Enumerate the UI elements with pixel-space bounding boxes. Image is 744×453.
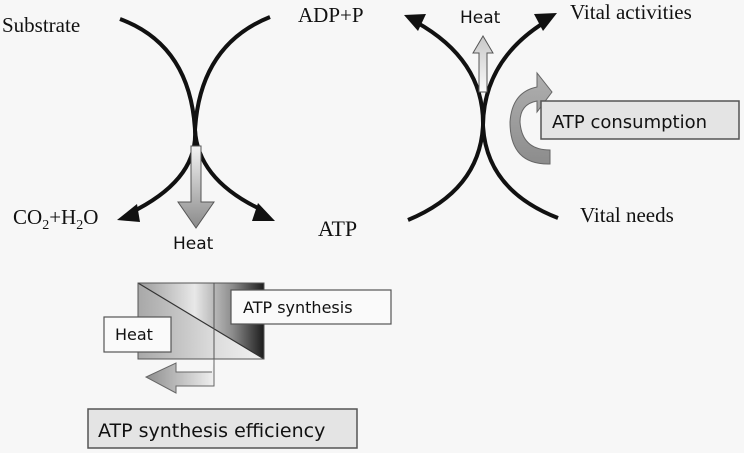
atp-synthesis-efficiency-box [87,408,358,449]
substrate-curve [119,17,198,215]
vital-needs-curve [415,20,559,220]
adp-curve [192,15,271,212]
arrowhead-co2 [117,204,140,222]
efficiency-section: Heat ATP synthesis ATP synthesis efficie… [87,282,392,449]
arrowhead-adp [404,14,426,31]
vital-needs-label: Vital needs [580,203,674,227]
heat-up-arrow-icon [472,35,494,93]
right-cycle: Vital activities Vital needs Heat ATP co… [404,0,740,227]
atp-synthesis-efficiency-label: ATP synthesis efficiency [98,420,325,442]
vital-activities-label: Vital activities [570,0,692,24]
heat-label-right: Heat [460,8,501,28]
adp-p-label: ADP+P [298,3,364,27]
atp-consumption-label: ATP consumption [552,112,707,133]
heat-down-arrow-icon [177,145,215,229]
heat-left-arrow-icon [144,359,215,394]
atp-label: ATP [318,216,357,241]
atp-consumption-box [540,100,740,140]
co2-h2o-label: CO2+H2O [13,205,98,233]
arrowhead-vital-activities [534,13,557,31]
heat-label-left: Heat [173,234,214,254]
arrowhead-atp [252,203,275,221]
substrate-label: Substrate [2,13,80,37]
atp-consumption-curved-arrow-icon [509,71,553,165]
atp-synthesis-label: ATP synthesis [243,298,353,317]
left-cycle: Substrate ADP+P CO2+H2O ATP Heat [2,3,364,254]
heat-box-label: Heat [115,325,153,344]
atp-synthesis-box [230,289,392,325]
heat-box [103,316,172,353]
